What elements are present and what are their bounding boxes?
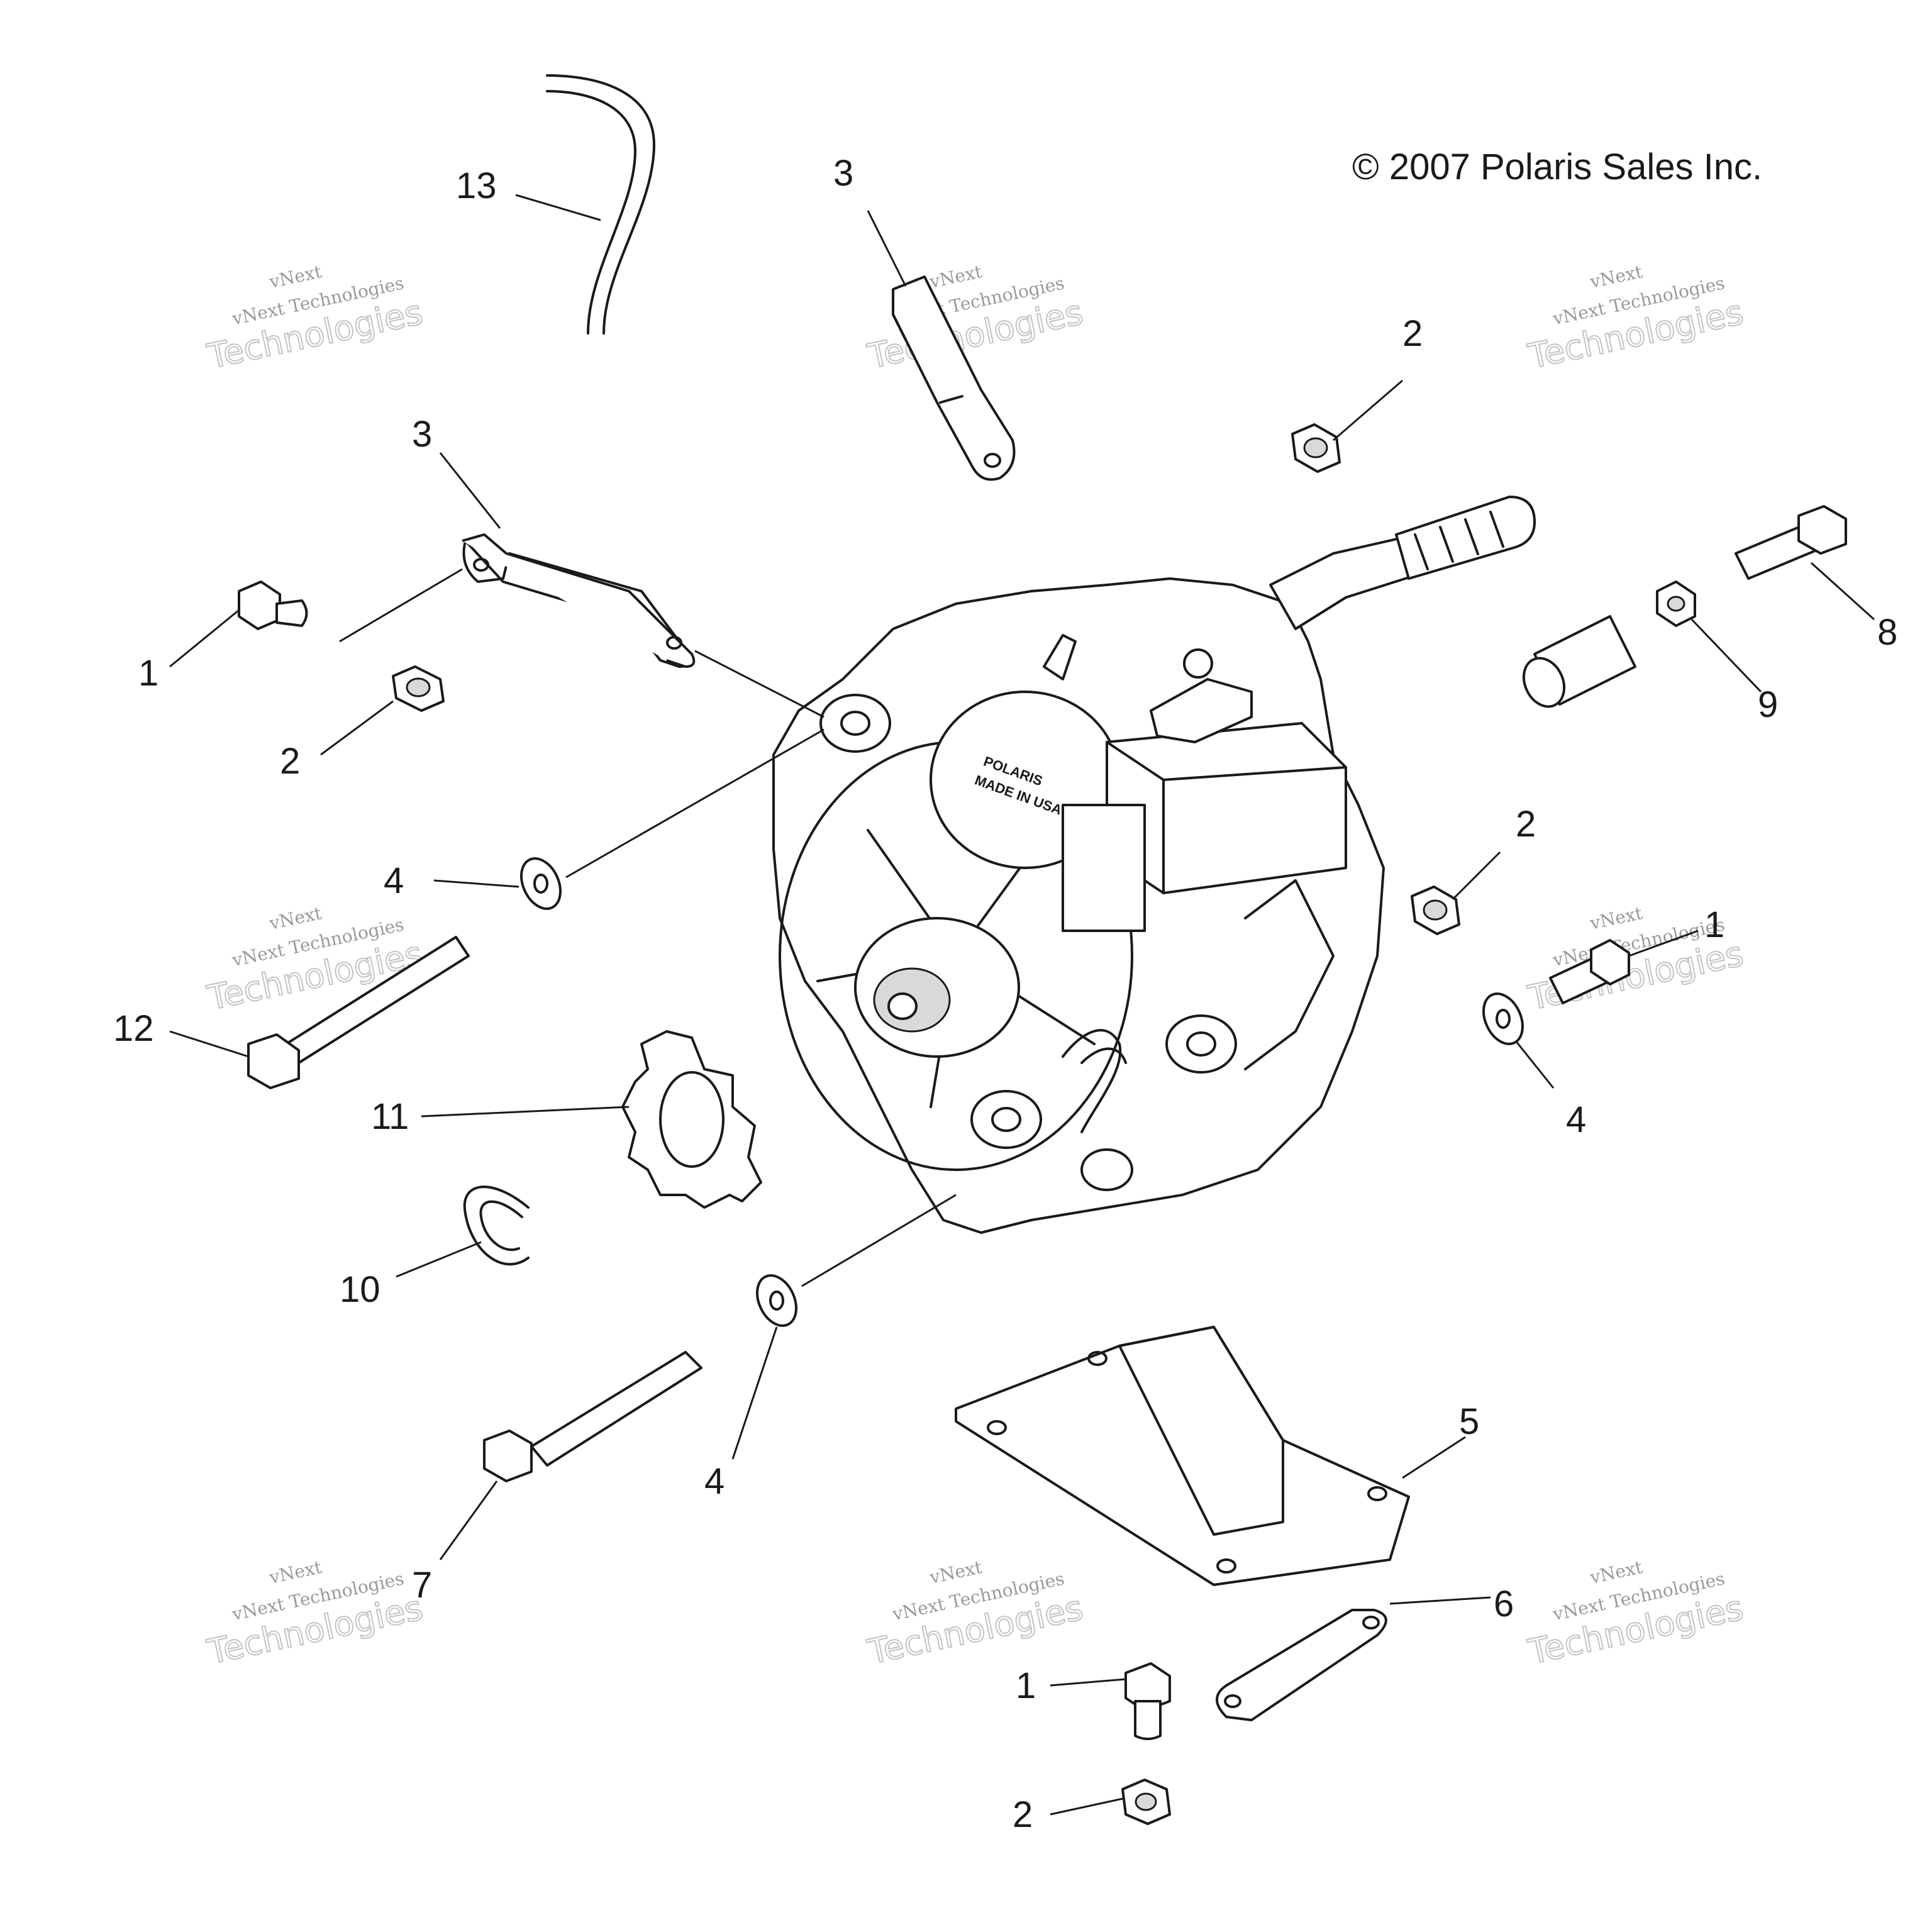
callout-11: 11	[371, 1096, 409, 1137]
callout-1-upper-left: 1	[138, 653, 158, 694]
callout-7: 7	[412, 1565, 432, 1606]
callout-2-right: 2	[1516, 804, 1536, 845]
callout-1-right: 1	[1704, 904, 1724, 945]
part-7-long-bolt	[483, 1351, 702, 1482]
callout-1-lower: 1	[1016, 1665, 1036, 1706]
part-2-nut-upper-right	[1291, 423, 1341, 473]
watermark-bottom-left: vNext vNext Technologies Technologies	[203, 1557, 426, 1673]
transmission-housing: POLARIS MADE IN USA	[772, 496, 1536, 1234]
part-1-bolt-lower	[1124, 1662, 1171, 1740]
svg-text:vNext: vNext	[1587, 902, 1645, 934]
part-3-bracket-upper	[892, 275, 1016, 481]
svg-text:vNext: vNext	[267, 902, 324, 934]
svg-text:vNext: vNext	[927, 261, 984, 292]
part-6-link-plate	[1216, 1609, 1387, 1721]
copyright-notice: © 2007 Polaris Sales Inc.	[1352, 147, 1762, 187]
part-2-nut-right	[1411, 886, 1460, 935]
callout-labels: 13 3 3 1 2 4 12 11 10 4 7 5 6 1 2 2 8 9 …	[113, 153, 1897, 1835]
callout-4-lower: 4	[704, 1461, 724, 1502]
part-4-washer-left	[520, 857, 562, 910]
part-13-vent-hose	[546, 74, 655, 335]
callout-9: 9	[1758, 684, 1778, 725]
svg-text:vNext: vNext	[927, 1557, 984, 1588]
part-12-long-bolt	[247, 936, 470, 1089]
callout-10: 10	[340, 1269, 380, 1310]
part-8-bolt	[1735, 505, 1847, 580]
leader-lines	[169, 194, 1875, 1816]
watermark-bottom-center: vNext vNext Technologies Technologies	[863, 1557, 1087, 1673]
watermark-top-center: vNext vNext Technologies Technologies	[863, 261, 1087, 377]
svg-text:vNext: vNext	[267, 1557, 324, 1588]
callout-3-left: 3	[412, 414, 432, 455]
callout-4-left: 4	[384, 860, 404, 901]
part-9-nut	[1656, 580, 1696, 627]
part-11-sprocket	[621, 1030, 762, 1209]
watermark-bottom-right: vNext vNext Technologies Technologies	[1524, 1557, 1747, 1673]
callout-13: 13	[456, 165, 497, 206]
callout-12: 12	[113, 1008, 154, 1049]
svg-text:vNext: vNext	[1587, 261, 1645, 292]
callout-6: 6	[1494, 1584, 1514, 1624]
svg-text:vNext: vNext	[1587, 1557, 1645, 1588]
part-1-bolt-right	[1549, 939, 1630, 1004]
part-2-nut-bottom	[1121, 1779, 1171, 1825]
callout-4-right: 4	[1566, 1099, 1586, 1140]
callout-5: 5	[1459, 1401, 1479, 1442]
svg-text:vNext: vNext	[267, 261, 324, 292]
callout-2-bottom: 2	[1013, 1794, 1033, 1835]
part-1-bolt-upper-left	[238, 580, 308, 630]
part-4-washer-right	[1482, 992, 1524, 1045]
watermark-top-right: vNext vNext Technologies Technologies	[1524, 261, 1747, 377]
part-2-nut-left	[392, 665, 445, 712]
part-5-mounting-plate	[955, 1326, 1410, 1586]
callout-2-upper-right: 2	[1402, 313, 1423, 354]
callout-3-upper: 3	[833, 153, 853, 194]
callout-8: 8	[1877, 612, 1897, 653]
watermark-top-left: vNext vNext Technologies Technologies	[203, 261, 426, 377]
spacer-sleeve	[1522, 615, 1636, 708]
callout-2-left: 2	[280, 741, 300, 782]
part-4-washer-lower	[756, 1274, 797, 1327]
part-10-snap-ring	[463, 1185, 530, 1266]
part-3-bracket-left	[462, 533, 696, 668]
